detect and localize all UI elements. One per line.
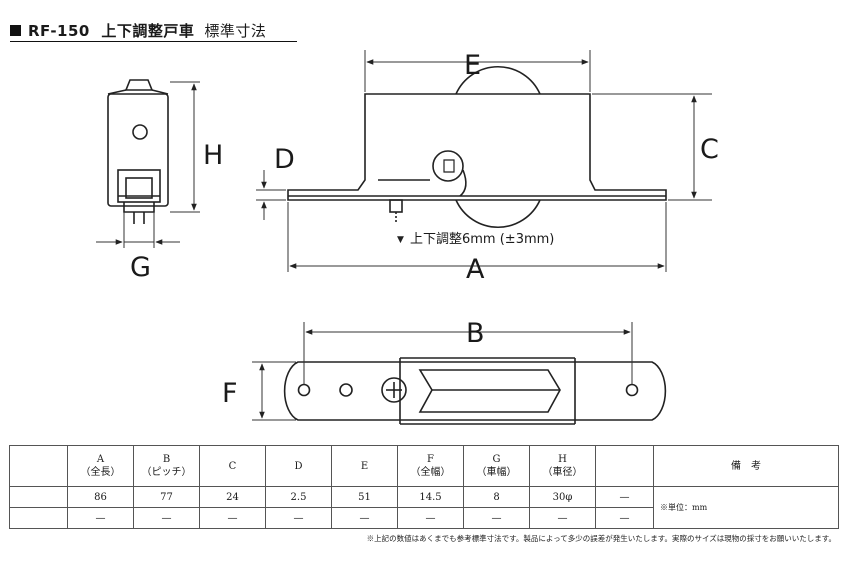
table-cell-G: — (463, 507, 530, 529)
table-cell-C: — (199, 507, 266, 529)
dim-D (256, 170, 286, 220)
dim-F (252, 361, 296, 421)
label-C: C (700, 134, 719, 165)
table-cell-D: 2.5 (265, 486, 332, 508)
header-cell-F: F（全幅） (397, 445, 464, 487)
table-cell-G: 8 (463, 486, 530, 508)
title-sub: 標準寸法 (204, 22, 267, 40)
table-row: 86 77 24 2.5 51 14.5 8 30φ — ※単位：mm (9, 486, 839, 529)
remarks-header: 備 考 (653, 445, 839, 487)
label-H: H (203, 140, 223, 171)
label-D: D (274, 144, 295, 175)
table-cell-C: 24 (199, 486, 266, 508)
header-cell-A: A（全長） (67, 445, 134, 487)
square-bullet-icon (10, 25, 21, 36)
table-cell-B: 77 (133, 486, 200, 508)
table-cell-F: 14.5 (397, 486, 464, 508)
header-cell-H: H（車径） (529, 445, 596, 487)
label-F: F (222, 378, 238, 409)
table-header-row: A（全長） B（ピッチ） C D E F（全幅） G（車幅） H（車径） 備 考 (9, 445, 839, 487)
side-view (107, 79, 169, 224)
table-cell (9, 486, 68, 508)
dim-B (303, 322, 633, 384)
title-underline (10, 41, 297, 42)
header-cell-D: D (265, 445, 332, 487)
table-cell-A: 86 (67, 486, 134, 508)
footnote: ※上記の数値はあくまでも参考標準寸法です。製品によって多少の誤差が発生いたします… (366, 534, 836, 543)
dim-E (364, 50, 591, 92)
table-cell (9, 507, 68, 529)
page-title: RF-150 上下調整戸車標準寸法 (10, 22, 266, 40)
header-cell-G: G（車幅） (463, 445, 530, 487)
table-cell-B: — (133, 507, 200, 529)
table-cell-H: — (529, 507, 596, 529)
label-E: E (464, 50, 481, 81)
dim-A (287, 202, 667, 272)
label-A: A (466, 254, 485, 285)
dim-H (170, 81, 200, 213)
bottom-view (283, 357, 667, 425)
header-cell (595, 445, 654, 487)
table-cell-A: — (67, 507, 134, 529)
table-cell-E: 51 (331, 486, 398, 508)
table-cell-H: 30φ (529, 486, 596, 508)
spec-table: A（全長） B（ピッチ） C D E F（全幅） G（車幅） H（車径） 備 考… (9, 445, 839, 529)
dim-G (96, 212, 180, 248)
adjust-note: 上下調整6mm (±3mm) (410, 232, 554, 247)
header-cell-E: E (331, 445, 398, 487)
model-number: RF-150 (28, 22, 90, 40)
table-cell: — (595, 507, 654, 529)
table-cell-E: — (331, 507, 398, 529)
down-arrow-icon: ▼ (397, 235, 404, 245)
table-cell-F: — (397, 507, 464, 529)
table-row: — — — — — — — — — (9, 507, 839, 529)
table-cell-D: — (265, 507, 332, 529)
header-cell (9, 445, 68, 487)
front-view (287, 66, 667, 228)
remark-cell: ※単位：mm (653, 486, 839, 529)
header-cell-B: B（ピッチ） (133, 445, 200, 487)
table-cell: — (595, 486, 654, 508)
label-G: G (130, 252, 151, 283)
label-B: B (466, 318, 485, 349)
product-name: 上下調整戸車 (101, 22, 195, 40)
dim-C (592, 93, 712, 201)
header-cell-C: C (199, 445, 266, 487)
